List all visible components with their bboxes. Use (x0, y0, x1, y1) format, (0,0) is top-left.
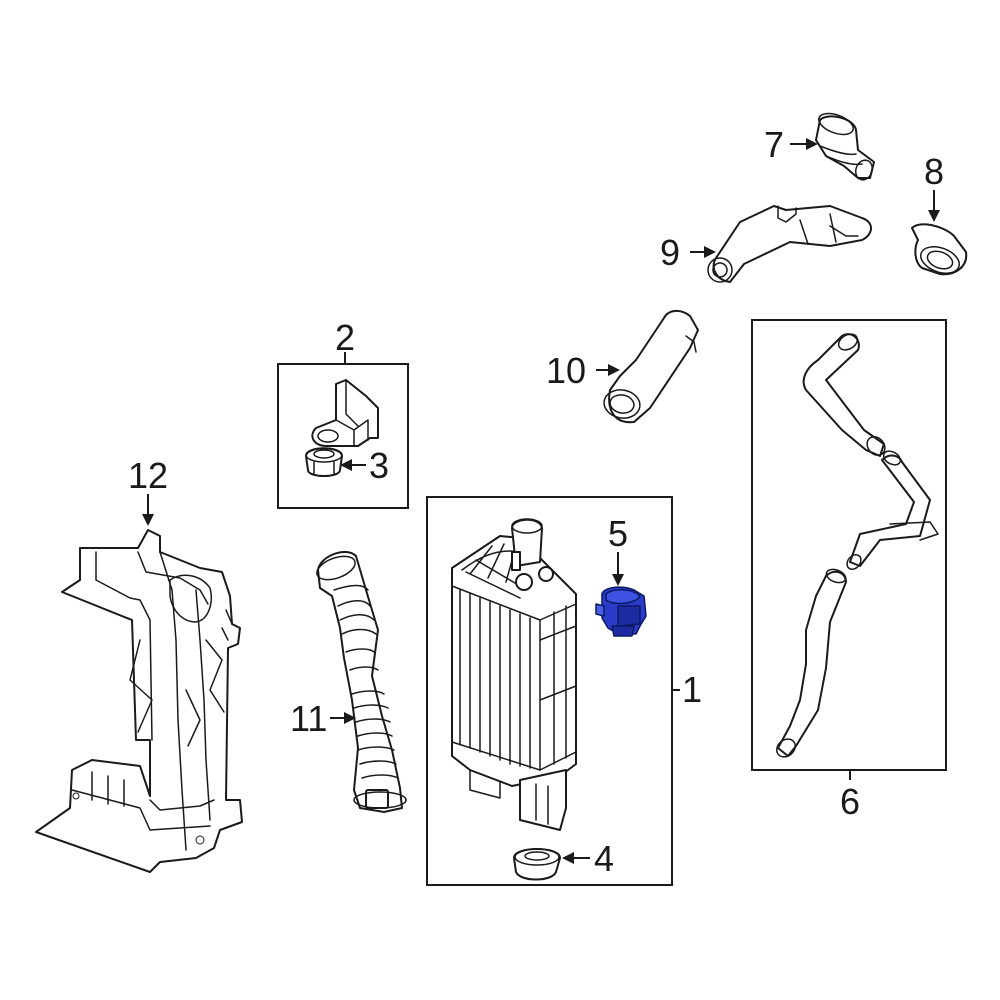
part-1-intercooler[interactable] (451, 518, 577, 831)
part-8-coupler[interactable] (911, 223, 968, 278)
group-box-6 (751, 319, 947, 771)
callout-11: 11 (290, 698, 327, 739)
part-12-air-deflector[interactable] (35, 529, 243, 873)
part-10-elbow-hose[interactable] (602, 310, 699, 424)
callout-3: 3 (369, 445, 389, 486)
callout-2: 2 (335, 317, 355, 358)
part-7-boot[interactable] (815, 109, 875, 182)
callout-9: 9 (660, 232, 680, 273)
part-11-intake-hose[interactable] (314, 551, 407, 813)
part-6-hose-set[interactable] (773, 331, 939, 761)
part-4-grommet[interactable] (513, 848, 561, 881)
group-box-2-3 (277, 363, 409, 509)
callout-12: 12 (128, 455, 168, 496)
callout-10: 10 (546, 350, 586, 391)
part-2-bracket[interactable] (311, 379, 379, 447)
part-9-charge-pipe[interactable] (707, 205, 872, 283)
callout-5: 5 (608, 513, 628, 554)
part-5-sensor[interactable] (595, 586, 647, 637)
callout-6: 6 (840, 781, 860, 822)
callout-8: 8 (924, 151, 944, 192)
callout-4: 4 (594, 838, 614, 879)
callout-7: 7 (764, 124, 784, 165)
part-3-grommet[interactable] (305, 447, 343, 477)
callout-1: 1 (682, 669, 702, 710)
